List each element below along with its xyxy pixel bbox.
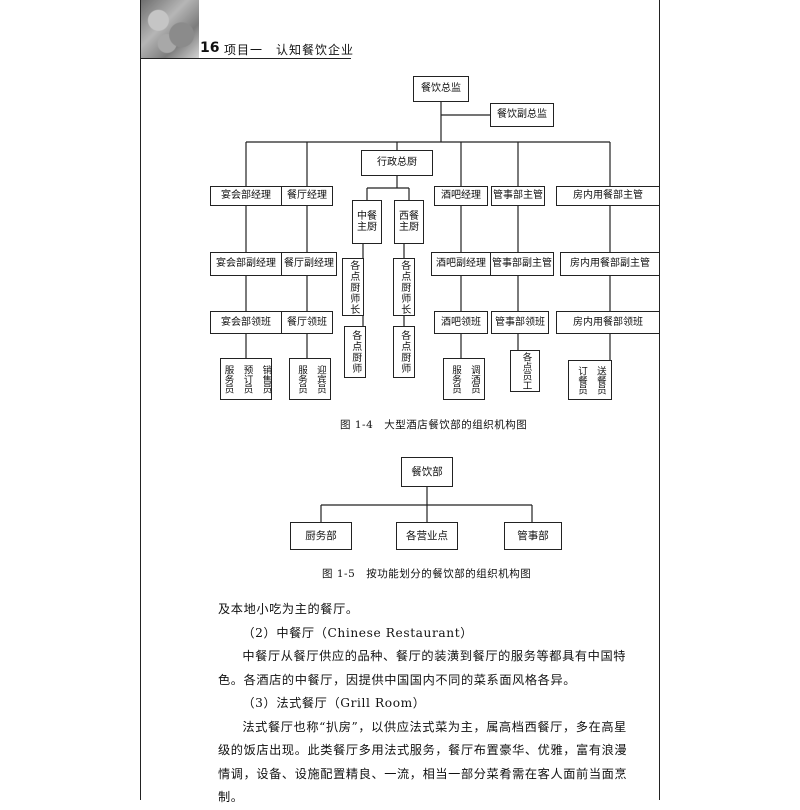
box-restaurant-captain: 餐厅领班	[281, 311, 333, 334]
header-photo	[141, 0, 199, 58]
box-bar-manager: 酒吧经理	[434, 186, 488, 206]
box-restaurant-manager: 餐厅经理	[281, 186, 333, 206]
box-kitchen-department: 厨务部	[290, 522, 352, 550]
staff-role: 预订员	[241, 364, 253, 394]
box-chinese-cooks: 各点厨师	[344, 326, 366, 378]
staff-role: 服务员	[450, 364, 461, 394]
section-heading: （3）法式餐厅（Grill Room）	[242, 696, 426, 710]
staff-role: 各点员工	[520, 352, 532, 390]
staff-role: 调酒员	[468, 364, 480, 394]
box-bar-captain: 酒吧领班	[434, 311, 488, 334]
box-steward-head: 管事部主管	[491, 186, 545, 206]
box-restaurant-staff: 迎宾员 服务员	[289, 358, 331, 400]
section-heading: （2）中餐厅（Chinese Restaurant）	[242, 625, 474, 640]
page-number: 16	[200, 40, 220, 56]
box-room-service-staff: 送餐员 订餐员	[568, 360, 612, 400]
figure-1-4-caption: 图 1-4 大型酒店餐饮部的组织机构图	[340, 419, 528, 431]
paragraph: 中餐厅从餐厅供应的品种、餐厅的装潢到餐厅的服务等都具有中国特色。各酒店的中餐厅，…	[218, 649, 627, 687]
box-chinese-section-chef: 各点厨师长	[342, 258, 364, 316]
box-western-cooks: 各点厨师	[393, 326, 415, 378]
box-room-service-head: 房内用餐部主管	[556, 186, 660, 206]
paragraph: 及本地小吃为主的餐厅。	[218, 602, 359, 616]
header-rule	[141, 58, 351, 59]
box-western-chef: 西餐主厨	[394, 200, 424, 244]
chapter-title: 项目一 认知餐饮企业	[224, 43, 355, 57]
body-text: 及本地小吃为主的餐厅。 （2）中餐厅（Chinese Restaurant） 中…	[218, 598, 638, 810]
box-fb-department: 餐饮部	[401, 457, 453, 487]
box-outlets: 各营业点	[396, 522, 458, 550]
box-steward-captain: 管事部领班	[491, 311, 549, 334]
box-western-section-chef: 各点厨师长	[393, 258, 415, 316]
staff-role: 迎宾员	[314, 364, 326, 394]
box-banquet-manager: 宴会部经理	[210, 186, 282, 206]
staff-role: 送餐员	[594, 365, 606, 395]
box-director: 餐饮总监	[413, 76, 469, 102]
box-steward-asst: 管事部副主管	[490, 252, 554, 276]
staff-role: 订餐员	[576, 365, 587, 395]
box-banquet-captain: 宴会部领班	[210, 311, 282, 334]
staff-role: 服务员	[296, 364, 307, 394]
box-room-service-captain: 房内用餐部领班	[556, 311, 660, 334]
box-steward-department: 管事部	[504, 522, 562, 550]
staff-role: 服务员	[222, 364, 234, 394]
page	[140, 0, 660, 800]
box-deputy-director: 餐饮副总监	[490, 103, 554, 127]
box-bar-asst: 酒吧副经理	[431, 252, 491, 276]
box-banquet-asst: 宴会部副经理	[210, 252, 282, 276]
box-chinese-chef: 中餐主厨	[352, 200, 382, 244]
paragraph: 法式餐厅也称“扒房”，以供应法式菜为主，属高档西餐厅，多在高星级的饭店出现。此类…	[218, 719, 628, 805]
box-steward-staff: 各点员工	[510, 350, 540, 392]
box-restaurant-asst: 餐厅副经理	[281, 252, 337, 276]
box-exec-chef: 行政总厨	[361, 150, 433, 176]
box-bar-staff: 调酒员 服务员	[443, 358, 485, 400]
figure-1-5-caption: 图 1-5 按功能划分的餐饮部的组织机构图	[322, 568, 532, 580]
box-room-service-asst: 房内用餐部副主管	[560, 252, 660, 276]
box-banquet-staff: 销售员 预订员 服务员	[220, 358, 272, 400]
staff-role: 销售员	[260, 364, 272, 394]
